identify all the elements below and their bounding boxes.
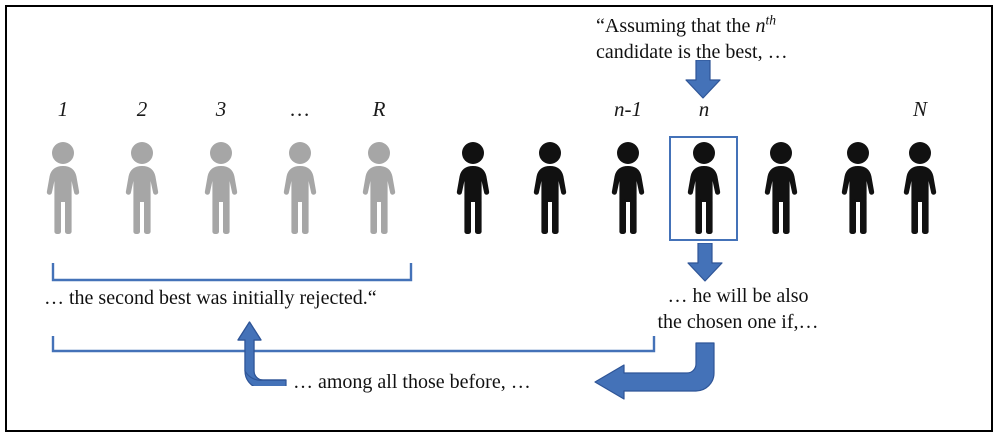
top-quote-line-2: candidate is the best, … bbox=[596, 41, 788, 63]
person-icon-rejected-2 bbox=[119, 141, 165, 237]
bracket-rejected-group bbox=[50, 260, 414, 286]
top-quote-variable: n bbox=[755, 15, 766, 37]
person-icon-candidate-n bbox=[681, 141, 727, 237]
person-icon-rejected-4 bbox=[277, 141, 323, 237]
figure-frame-border bbox=[5, 5, 993, 432]
person-icon-candidate-1 bbox=[450, 141, 496, 237]
right-caption-line-1: … he will be also bbox=[667, 285, 809, 307]
person-icon-candidate-2 bbox=[527, 141, 573, 237]
top-quote-prefix: “Assuming that the bbox=[596, 15, 756, 37]
person-icon-rejected-1 bbox=[40, 141, 86, 237]
figure-label-R: R bbox=[372, 97, 386, 121]
figure-label-1: 1 bbox=[57, 97, 69, 121]
person-icon-candidate-4 bbox=[758, 141, 804, 237]
right-caption-line-2: the chosen one if,… bbox=[657, 311, 819, 333]
selected-candidate-highlight-box bbox=[669, 136, 738, 241]
bent-arrow-up-left-icon bbox=[231, 316, 291, 386]
person-icon-candidate-3 bbox=[605, 141, 651, 237]
top-quote-line-1: “Assuming that the nth bbox=[596, 12, 777, 40]
person-icon-rejected-5 bbox=[356, 141, 402, 237]
person-icon-rejected-3 bbox=[198, 141, 244, 237]
figure-label-2: 2 bbox=[136, 97, 148, 121]
figure-label-N: N bbox=[912, 97, 928, 121]
left-caption-text: … the second best was initially rejected… bbox=[44, 287, 377, 309]
top-quote-superscript: th bbox=[765, 12, 777, 28]
bottom-caption-text: … among all those before, … bbox=[293, 371, 531, 393]
person-icon-candidate-5 bbox=[835, 141, 881, 237]
figure-label-dots: … bbox=[290, 97, 310, 121]
figure-label-n-minus-1: n-1 bbox=[614, 97, 642, 121]
figure-label-n: n bbox=[698, 97, 710, 121]
down-arrow-to-right-caption-icon bbox=[684, 243, 726, 283]
figure-label-3: 3 bbox=[215, 97, 227, 121]
person-icon-candidate-N bbox=[897, 141, 943, 237]
down-arrow-to-highlight-icon bbox=[682, 60, 724, 100]
bracket-all-before-group bbox=[50, 333, 657, 357]
bent-arrow-down-left-icon bbox=[588, 341, 720, 403]
